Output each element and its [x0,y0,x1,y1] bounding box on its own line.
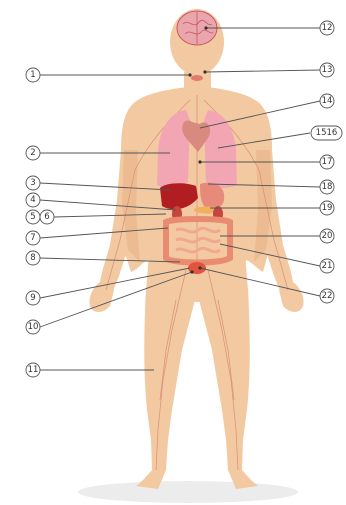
label-20-text: 20 [322,231,333,241]
label-19: 19 [320,201,334,215]
label-11: 11 [26,363,40,377]
ground-shadow [78,481,298,503]
label-7-text: 7 [30,233,35,243]
label-14: 14 [320,94,334,108]
label-19-text: 19 [322,203,333,213]
left-leg [136,288,195,489]
label-2-text: 2 [30,148,35,158]
label-22-text: 22 [322,291,333,301]
label-14-text: 14 [322,96,333,106]
label-6: 6 [40,210,54,224]
label-18-text: 18 [322,182,333,192]
label-5-text: 5 [30,212,35,222]
label-13: 13 [320,63,334,77]
label-9-text: 9 [30,293,35,303]
label-4-text: 4 [30,195,35,205]
label-13-text: 13 [322,65,333,75]
label-7: 7 [26,231,40,245]
label-3: 3 [26,176,40,190]
label-8-text: 8 [30,253,35,263]
label-1-text: 1 [30,70,35,80]
label-12-text: 12 [322,23,333,33]
label-20: 20 [320,229,334,243]
label-15-16: 1516 [311,126,342,140]
label-9: 9 [26,291,40,305]
label-2: 2 [26,146,40,160]
label-17-text: 17 [322,157,333,167]
label-22: 22 [320,289,334,303]
label-5: 5 [26,210,40,224]
label-12: 12 [320,21,334,35]
label-11-text: 11 [28,365,39,375]
label-4: 4 [26,193,40,207]
label-6-text: 6 [44,212,49,222]
label-1: 1 [26,68,40,82]
label-15-16-text: 1516 [316,128,338,138]
label-3-text: 3 [30,178,35,188]
label-21: 21 [320,259,334,273]
label-21-text: 21 [322,261,333,271]
label-10-text: 10 [28,322,39,332]
label-17: 17 [320,155,334,169]
body-silhouette [89,9,303,489]
label-8: 8 [26,251,40,265]
label-18: 18 [320,180,334,194]
thyroid [191,75,203,81]
right-leg [199,288,258,489]
label-10: 10 [26,320,40,334]
